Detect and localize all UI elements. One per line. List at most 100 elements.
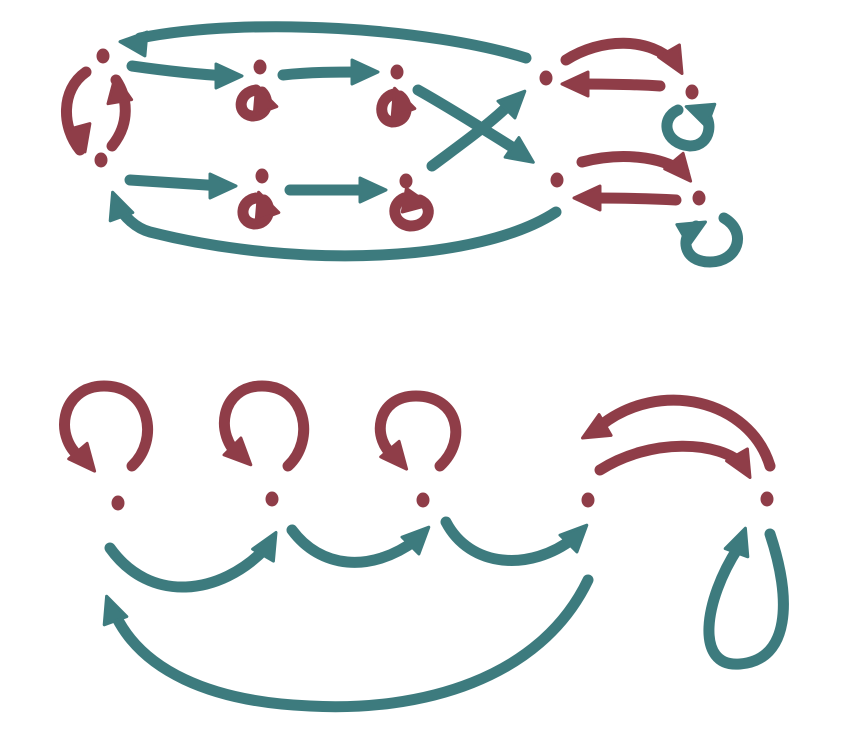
arrow-head [252,84,279,117]
arrow-head [379,439,409,471]
edges-layer [59,21,789,713]
top-edge-e-to-e-self-loop [661,102,717,152]
edge-stroke [124,174,228,192]
edge-stroke [412,84,526,158]
arrow-head [657,43,684,75]
arrow-head [208,172,238,200]
edge-stroke [389,192,434,232]
arrow-head [214,62,244,90]
top-edge-f-to-a [106,74,134,152]
top-node-i [550,172,564,188]
top-node-a [96,48,110,64]
bottom-node-p [111,495,125,511]
top-node-d [539,70,553,86]
arrow-head [503,136,535,164]
arrow-head [254,190,281,223]
bottom-node-r [416,492,430,508]
arrow-head [684,102,717,129]
bottom-edge-r-to-s [440,516,589,566]
bottom-edge-p-to-p-self-loop [59,380,153,473]
bottom-node-s [581,492,595,508]
top-edge-d-to-a [118,21,532,64]
top-edge-d-to-e [560,37,684,75]
arrow-head [558,523,589,554]
edge-stroke [584,192,682,206]
arrow-head [723,526,750,559]
edge-stroke [703,528,789,670]
edge-stroke [112,200,562,262]
bottom-edge-t-to-t-self-loop [703,526,789,670]
bottom-edge-s-to-t [594,440,752,479]
bottom-graph-edges [59,380,789,713]
arrow-head [358,176,388,204]
top-edge-a-to-b [126,60,244,90]
bottom-edge-q-to-q-self-loop [218,380,309,472]
arrow-head [67,441,97,473]
arrow-head [560,70,590,98]
arrow-head [108,190,135,223]
top-edge-i-to-f [108,190,562,262]
edge-stroke [108,574,594,713]
top-edge-f-to-g [124,172,238,200]
edge-stroke [59,380,153,472]
top-edge-c-to-c-self-loop [376,86,417,128]
top-edge-j-to-j-self-loop [675,212,743,268]
arrow-head [581,413,613,440]
bottom-edge-r-to-r-self-loop [374,390,462,472]
arrow-head [390,86,417,119]
arrow-head [572,184,602,212]
edge-stroke [126,60,234,82]
arrow-head [222,436,253,467]
edge-stroke [134,21,532,64]
top-graph-edges [61,21,743,268]
top-edge-j-to-i [572,184,682,212]
top-node-h [399,173,413,189]
edge-stroke [440,516,580,566]
arrow-head [251,531,278,563]
top-node-e [685,84,699,100]
edge-stroke [560,37,682,70]
bottom-edge-s-to-p [102,574,594,713]
bottom-edge-q-to-r [286,524,431,568]
edge-stroke [61,66,92,156]
arrow-head [106,74,134,106]
arrow-head [118,30,149,58]
top-graph-nodes [94,48,706,206]
edge-stroke [594,394,776,472]
edge-stroke [572,78,666,92]
top-edge-i-to-j [576,151,693,183]
bottom-node-q [265,491,279,507]
bottom-edge-p-to-q [104,531,278,593]
edge-stroke [104,542,272,593]
top-node-g [255,168,269,184]
edge-stroke [218,380,309,472]
top-node-b [253,59,267,75]
top-edge-e-to-d [560,70,666,98]
top-edge-g-to-g-self-loop [237,190,281,230]
arrow-head [102,594,129,627]
top-edge-h-to-h-self-loop [389,186,434,232]
arrow-head [400,525,431,556]
edge-stroke [594,440,750,476]
top-node-c [390,64,404,80]
arrow-head [496,89,527,120]
top-edge-c-to-h [412,84,535,164]
bottom-node-t [760,491,774,507]
edge-stroke [286,524,422,568]
top-edge-b-to-c [277,58,380,86]
bottom-graph-nodes [111,491,774,511]
top-edge-a-to-f [61,66,92,156]
top-edge-g-to-h [284,176,388,204]
top-node-j [692,190,706,206]
arrow-head [663,151,693,183]
bottom-edge-t-to-s [581,394,776,472]
arrow-head [350,58,380,86]
top-node-f [94,152,108,168]
arrow-head [400,186,432,214]
arrow-head [675,220,707,247]
arrow-head [725,447,752,479]
nodes-layer [94,48,774,511]
top-edge-h-to-d [426,89,527,172]
